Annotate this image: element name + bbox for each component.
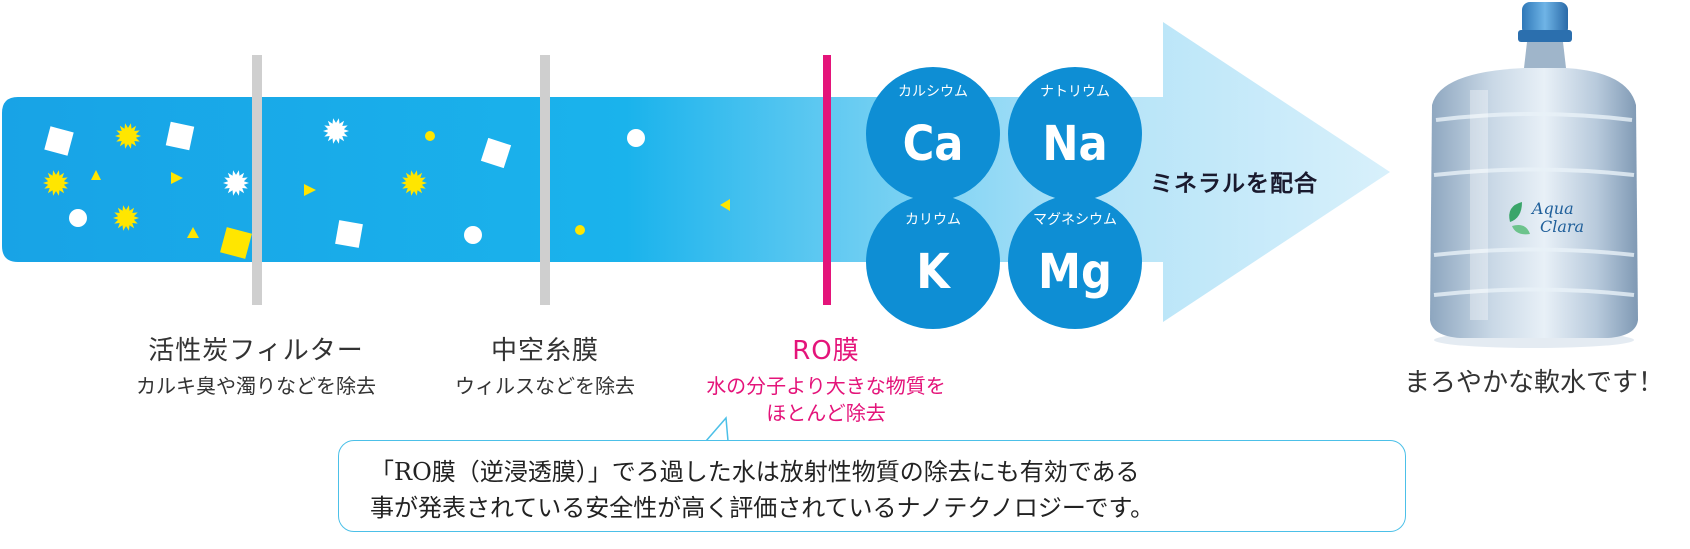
mineral-circle bbox=[866, 195, 1000, 329]
mineral-name: マグネシウム bbox=[1033, 212, 1117, 228]
ro-membrane-bar bbox=[823, 55, 831, 305]
leaf-icon bbox=[1509, 202, 1522, 222]
particle-white-dot bbox=[464, 226, 482, 244]
water-bottle bbox=[1430, 2, 1638, 348]
bottle-brand-line2: Clara bbox=[1540, 217, 1584, 236]
callout-box bbox=[338, 440, 1406, 532]
particle-yellow-dot bbox=[575, 225, 585, 235]
particle-yellow-star bbox=[113, 205, 139, 231]
particle-white-square bbox=[335, 220, 363, 248]
mineral-circle bbox=[866, 67, 1000, 201]
stage-title-hollow: 中空糸膜 bbox=[490, 336, 599, 366]
callout-line-1: 「RO膜（逆浸透膜）」でろ過した水は放射性物質の除去にも有効である bbox=[370, 458, 1140, 486]
callout-text: 「RO膜（逆浸透膜）」でろ過した水は放射性物質の除去にも有効である 事が発表され… bbox=[370, 454, 1390, 526]
hollow-fiber-bar bbox=[540, 55, 550, 305]
mineral-name: カルシウム bbox=[898, 84, 968, 100]
stage-title-carbon: 活性炭フィルター bbox=[148, 336, 364, 366]
callout-line-2: 事が発表されている安全性が高く評価されているナノテクノロジーです。 bbox=[370, 494, 1155, 522]
mineral-symbol: Na bbox=[1042, 116, 1107, 172]
particle-yellow-triangle bbox=[187, 227, 199, 238]
carbon-filter-bar bbox=[252, 55, 262, 305]
stage-subtitle-hollow: ウィルスなどを除去 bbox=[455, 374, 635, 398]
particle-yellow-triangle bbox=[171, 172, 183, 184]
particle-yellow-triangle bbox=[91, 170, 101, 180]
mineral-symbol: Ca bbox=[903, 116, 964, 172]
leaf-icon bbox=[1512, 225, 1530, 235]
mineral-symbol: K bbox=[916, 244, 951, 300]
stage-subtitle-ro-line1: 水の分子より大きな物質を bbox=[706, 374, 946, 398]
particle-white-square bbox=[44, 126, 74, 156]
stage-subtitle-ro-line2: ほとんど除去 bbox=[766, 401, 886, 425]
particle-yellow-star bbox=[43, 118, 427, 231]
particle-white-square bbox=[480, 137, 512, 169]
mineral-name: カリウム bbox=[905, 212, 961, 228]
bottle-caption: まろやかな軟水です！ bbox=[1404, 368, 1665, 398]
particle-yellow-square bbox=[220, 227, 252, 259]
callout-pointer bbox=[705, 416, 729, 442]
particle-yellow-triangle bbox=[304, 184, 316, 196]
particle-yellow-triangle bbox=[720, 199, 730, 211]
mineral-name: ナトリウム bbox=[1040, 84, 1110, 100]
bottle-brand-line1: Aqua bbox=[1530, 199, 1574, 218]
particle-white-star bbox=[323, 118, 349, 144]
mineral-label: ミネラルを配合 bbox=[1150, 171, 1318, 197]
particle-yellow-star bbox=[43, 170, 69, 196]
mineral-circle bbox=[1008, 195, 1142, 329]
particle-yellow-star bbox=[401, 170, 427, 196]
mineral-symbol: Mg bbox=[1038, 244, 1112, 300]
aqua-clara-logo: Aqua Clara bbox=[1509, 199, 1584, 236]
mineral-circles: カルシウム Ca ナトリウム Na カリウム K マグネシウム Mg bbox=[866, 67, 1142, 329]
particle-white-dot bbox=[69, 209, 87, 227]
particle-yellow-dot bbox=[425, 131, 435, 141]
particle-white-square bbox=[165, 121, 195, 151]
mineral-circle bbox=[1008, 67, 1142, 201]
particle-white-star bbox=[223, 170, 249, 196]
stage-title-ro: RO膜 bbox=[792, 336, 860, 366]
stage-subtitle-carbon: カルキ臭や濁りなどを除去 bbox=[136, 374, 376, 398]
particle-white-dot bbox=[627, 129, 645, 147]
particle-yellow-star bbox=[115, 123, 141, 149]
